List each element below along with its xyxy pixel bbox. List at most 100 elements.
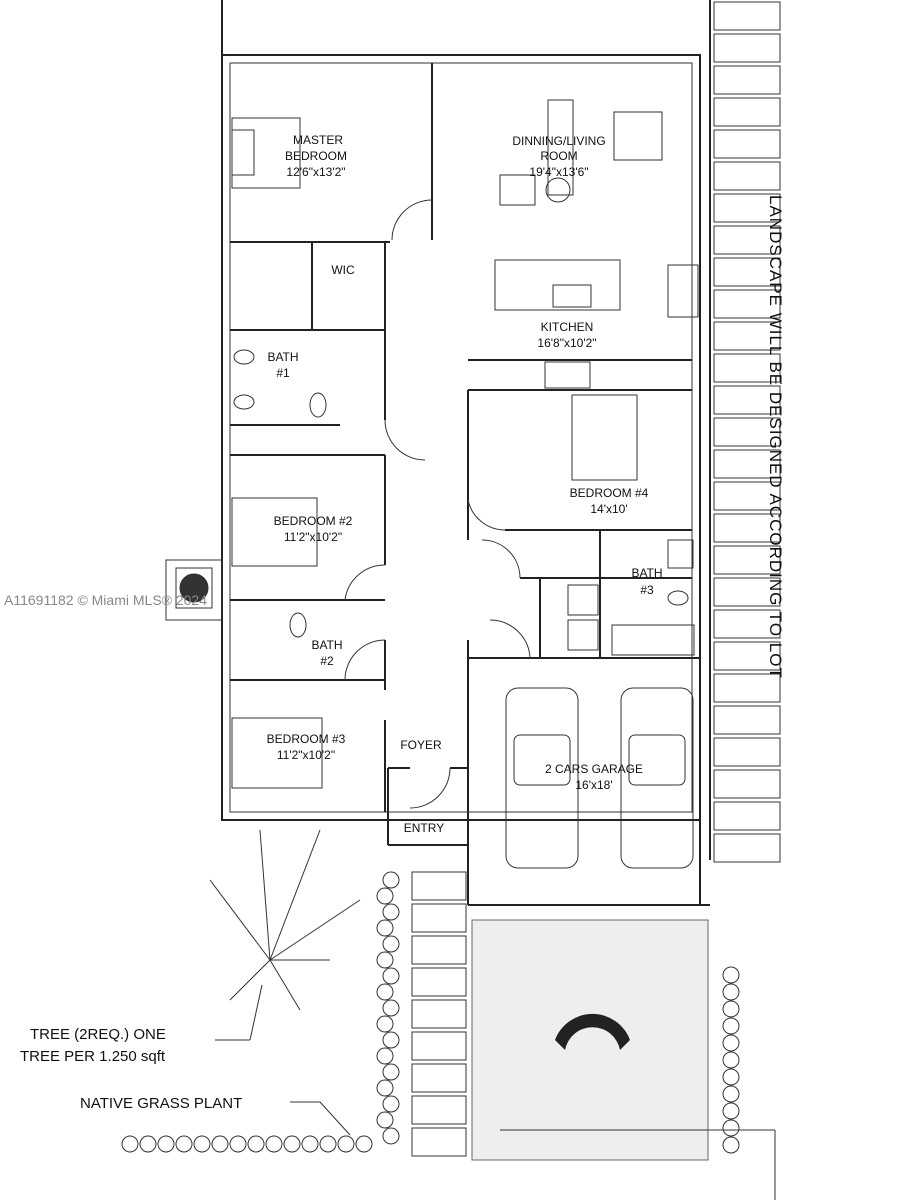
- shrub: [376, 1111, 394, 1129]
- room-label: BEDROOM #2: [274, 514, 353, 528]
- shrub: [319, 1135, 337, 1153]
- shrub: [722, 1034, 740, 1052]
- tree-note: TREE PER 1.250 sqft: [20, 1048, 166, 1065]
- paver: [713, 705, 781, 735]
- tree-symbol: [209, 829, 361, 1011]
- shrub: [382, 871, 400, 889]
- paver: [411, 1127, 467, 1157]
- room-number: #2: [320, 654, 334, 668]
- paver: [713, 33, 781, 63]
- room-label: ENTRY: [404, 821, 444, 835]
- room-size: 16'x18': [575, 778, 612, 792]
- north-arrow-icon: [555, 1013, 630, 1050]
- shrub: [382, 999, 400, 1017]
- shrub: [337, 1135, 355, 1153]
- paver: [713, 481, 781, 511]
- room-label: BATH: [311, 638, 342, 652]
- exterior-wall: [221, 54, 701, 821]
- paver: [713, 833, 781, 863]
- shrubs: [121, 871, 740, 1154]
- paver: [713, 1, 781, 31]
- paver: [713, 289, 781, 319]
- shrub: [376, 951, 394, 969]
- shrub: [722, 1017, 740, 1035]
- shrub: [376, 1015, 394, 1033]
- shrub: [722, 1085, 740, 1103]
- shrub: [121, 1135, 139, 1153]
- paver: [713, 449, 781, 479]
- shrub: [247, 1135, 265, 1153]
- walkway-pavers: [411, 871, 467, 1157]
- room-label: MASTER: [293, 133, 343, 147]
- driveway: [471, 919, 709, 1161]
- shrub: [376, 887, 394, 905]
- paver: [713, 161, 781, 191]
- shrub: [722, 966, 740, 984]
- landscape-note: LANDSCAPE WILL BE DESIGNED ACCORDING TO …: [766, 195, 785, 679]
- room-size: 12'6"x13'2": [286, 165, 345, 179]
- shrub: [139, 1135, 157, 1153]
- room-label: ROOM: [540, 149, 577, 163]
- paver: [713, 577, 781, 607]
- room-label: DINNING/LIVING: [512, 134, 605, 148]
- paver: [713, 225, 781, 255]
- shrub: [376, 1079, 394, 1097]
- paver: [713, 353, 781, 383]
- shrub: [175, 1135, 193, 1153]
- paver: [411, 935, 467, 965]
- room-label: FOYER: [400, 738, 442, 752]
- shrub: [722, 983, 740, 1001]
- shrub: [382, 1127, 400, 1145]
- room-number: #1: [276, 366, 290, 380]
- room-label: BATH: [631, 566, 662, 580]
- shrub: [722, 1102, 740, 1120]
- paver: [713, 769, 781, 799]
- shrub: [229, 1135, 247, 1153]
- room-label: BEDROOM #3: [267, 732, 346, 746]
- shrub: [722, 1068, 740, 1086]
- tree-note: TREE (2REQ.) ONE: [30, 1026, 166, 1043]
- paver: [411, 903, 467, 933]
- room-size: 11'2"x10'2": [284, 530, 342, 544]
- shrub: [722, 1119, 740, 1137]
- room-number: #3: [640, 583, 654, 597]
- paver: [713, 193, 781, 223]
- shrub: [722, 1136, 740, 1154]
- room-size: 11'2"x10'2": [277, 748, 335, 762]
- shrub: [376, 919, 394, 937]
- paver: [713, 65, 781, 95]
- paver: [411, 1063, 467, 1093]
- paver: [713, 513, 781, 543]
- shrub: [376, 1047, 394, 1065]
- room-label: BATH: [267, 350, 298, 364]
- paver: [713, 673, 781, 703]
- shrub: [382, 1063, 400, 1081]
- shrub: [382, 903, 400, 921]
- room-label: WIC: [331, 263, 355, 277]
- shrub: [382, 935, 400, 953]
- shrub: [211, 1135, 229, 1153]
- furniture: [165, 99, 699, 789]
- paver: [713, 545, 781, 575]
- exterior-wall-inner: [229, 62, 693, 813]
- doors: [344, 199, 531, 809]
- shrub: [376, 983, 394, 1001]
- paver: [713, 129, 781, 159]
- watermark: A11691182 © Miami MLS® 2024: [4, 592, 207, 608]
- room-size: 16'8"x10'2": [537, 336, 596, 350]
- shrub: [382, 967, 400, 985]
- paver: [713, 737, 781, 767]
- shrub: [382, 1031, 400, 1049]
- room-label: KITCHEN: [541, 320, 594, 334]
- cars: [505, 687, 694, 869]
- room-label: 2 CARS GARAGE: [545, 762, 643, 776]
- paver-column: [713, 1, 781, 863]
- room-label: BEDROOM: [285, 149, 347, 163]
- shrub: [382, 1095, 400, 1113]
- paver: [411, 871, 467, 901]
- paver: [713, 609, 781, 639]
- grass-note: NATIVE GRASS PLANT: [80, 1095, 242, 1112]
- room-size: 14'x10': [590, 502, 627, 516]
